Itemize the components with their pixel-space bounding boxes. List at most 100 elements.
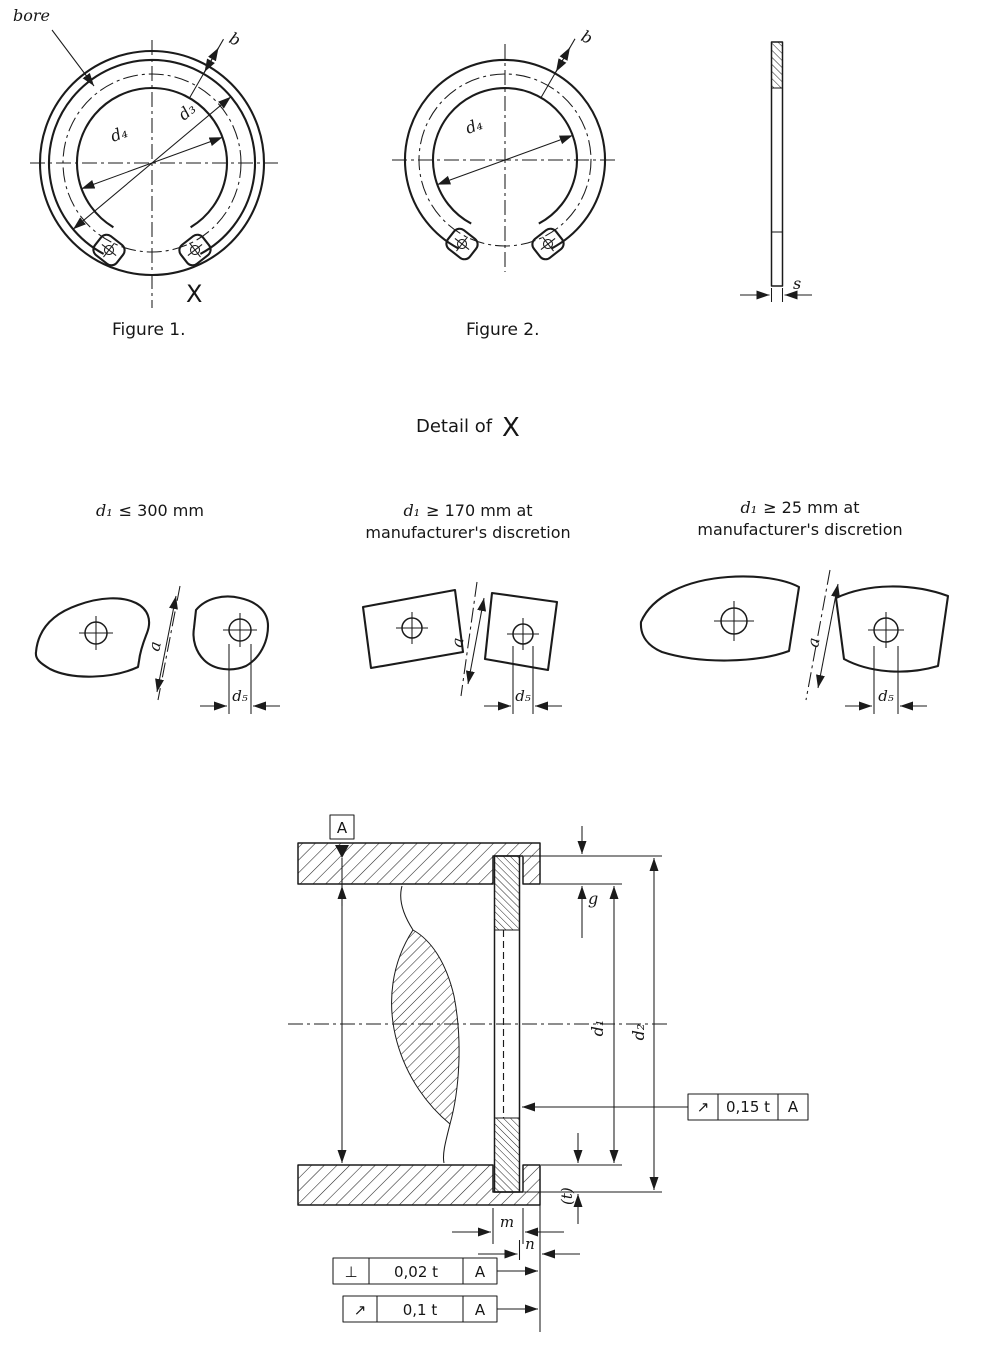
- v2-lug-right: [483, 591, 559, 672]
- v3-lug-right-centermark: [868, 612, 904, 648]
- variant2-note: manufacturer's discretion: [365, 523, 570, 542]
- variant1-dim-symbol: d₁: [96, 501, 113, 520]
- v2-d5-dimension: [484, 646, 562, 714]
- fig2-lug-left: [445, 227, 479, 261]
- fig2-lug-right-outline: [531, 227, 565, 261]
- m-dimension: [452, 1208, 564, 1244]
- fig1-ring-outer: [47, 59, 257, 255]
- fig1-d3-dimension: [72, 96, 232, 230]
- breakout-break-lines: [400, 885, 451, 1164]
- detail-title-text: Detail of: [416, 416, 493, 437]
- v3-a-dimension: [816, 583, 840, 689]
- runout-value: 0,1 t: [403, 1301, 438, 1319]
- fig1-pitch-circle: [62, 73, 242, 253]
- v3-lug-left: [639, 575, 801, 662]
- v1-lug-right: [192, 595, 270, 671]
- side-s-label: s: [793, 274, 801, 293]
- fig2-d4-dimension: [437, 134, 573, 186]
- detail-title-ref: X: [502, 413, 520, 443]
- variant1-condition-text: ≤ 300 mm: [119, 501, 204, 520]
- fig1-detail-x-marker: X: [186, 280, 202, 308]
- t-label: (t): [558, 1187, 576, 1205]
- v3-gap-axis: [805, 569, 831, 701]
- d1-label: d₁: [588, 1020, 607, 1037]
- g-label: g: [588, 889, 598, 908]
- fig1-lug-left-centermark: [101, 242, 117, 258]
- fig2-lug-right: [531, 227, 565, 261]
- ring-section-outline: [493, 855, 521, 1193]
- fig1-lug-right-outline: [178, 233, 212, 267]
- fig2-lug-left-outline: [445, 227, 479, 261]
- detail-variant-headings: d₁ ≤ 300 mm d₁ ≥ 170 mm at manufacturer's …: [96, 498, 903, 542]
- fcf-right-value: 0,15 t: [726, 1098, 770, 1116]
- variant2-condition-text: ≥ 170 mm at: [426, 501, 532, 520]
- figure2-caption: Figure 2.: [466, 320, 540, 340]
- v2-lug-left: [361, 588, 465, 670]
- side-view-drawing: s: [740, 41, 812, 302]
- v2-a-dimension: [465, 597, 487, 685]
- v1-lug-right-centermark: [223, 613, 257, 647]
- v1-a-label: a: [144, 640, 165, 653]
- fig2-ring-outer: [403, 58, 607, 250]
- fig1-lug-right: [178, 233, 212, 267]
- fig1-lug-left-outline: [92, 233, 126, 267]
- v2-lug-left-centermark: [396, 612, 428, 644]
- v2-a-label: a: [447, 636, 467, 649]
- fig1-b-label: b: [226, 28, 243, 50]
- fig2-b-label: b: [578, 26, 595, 48]
- fig2-lug-left-centermark: [454, 236, 470, 252]
- fcf-right-datum: A: [788, 1098, 799, 1116]
- housing-bottom-outline: [297, 1164, 541, 1206]
- side-view-outline: [770, 41, 784, 287]
- fig1-bore-leader: [51, 29, 95, 87]
- variant3-dim-symbol: d₁: [741, 498, 758, 517]
- datum-triangle-icon: [335, 845, 349, 858]
- v1-lug-left-centermark: [79, 616, 113, 650]
- side-s-dimension: [740, 288, 812, 302]
- housing-bottom-hatch: [298, 1165, 540, 1205]
- v3-d5-dimension: [845, 646, 927, 714]
- fig1-bore-label: bore: [13, 6, 50, 25]
- v2-d5-label: d₅: [515, 687, 531, 705]
- ring-section-bottom-hatch: [494, 1118, 520, 1192]
- perpendicularity-datum: A: [475, 1263, 486, 1281]
- v1-d5-dimension: [200, 644, 280, 714]
- breakout-section: [391, 929, 460, 1125]
- fig2-lug-right-centermark: [540, 236, 556, 252]
- runout-symbol-icon: ↗: [354, 1301, 367, 1319]
- fcf-right-frame: ↗ 0,15 t A: [522, 1093, 809, 1121]
- detail-variant2-drawing: a d₅: [361, 581, 562, 714]
- v3-lug-right: [834, 585, 950, 673]
- variant1-condition: d₁ ≤ 300 mm: [96, 501, 204, 520]
- v2-lug-right-centermark: [507, 618, 539, 650]
- fig2-d4-label: d₄: [463, 114, 485, 138]
- v1-lug-left: [34, 597, 151, 678]
- fig1-b-dimension: [189, 38, 224, 99]
- ring-section-top-hatch: [494, 856, 520, 930]
- assembly-drawing: A g d₁ d₂ ↗ 0,15 t A: [288, 814, 809, 1332]
- variant3-condition: d₁≥ 25 mm at: [741, 498, 860, 517]
- perpendicularity-symbol-icon: ⊥: [344, 1263, 357, 1281]
- fig1-lug-right-centermark: [187, 242, 203, 258]
- variant2-condition: d₁ ≥ 170 mm at: [403, 501, 532, 520]
- n-dimension: [478, 1240, 580, 1260]
- fig2-pitch-circle: [418, 73, 592, 247]
- d2-label: d₂: [629, 1024, 648, 1041]
- datum-a-frame: [329, 814, 355, 840]
- variant2-dim-symbol: d₁: [403, 501, 420, 520]
- fcf-perpendicularity-frame: ⊥ 0,02 t A: [332, 1257, 538, 1285]
- v1-d5-label: d₅: [232, 687, 248, 705]
- fig2-ring-inner: [431, 87, 579, 225]
- fcf-runout-frame: ↗ 0,1 t A: [342, 1295, 538, 1323]
- detail-variant3-drawing: a d₅: [639, 569, 950, 714]
- fcf-right-symbol-icon: ↗: [697, 1098, 710, 1116]
- fig1-d4-label: d₄: [108, 122, 130, 146]
- m-label: m: [500, 1213, 514, 1231]
- side-view-section-hatch: [771, 42, 783, 88]
- figure1-drawing: bore d₄ d₃ b X Figure 1.: [13, 6, 278, 340]
- fig1-lug-left: [92, 233, 126, 267]
- v3-lug-left-centermark: [714, 601, 754, 641]
- housing-top-outline: [297, 842, 541, 885]
